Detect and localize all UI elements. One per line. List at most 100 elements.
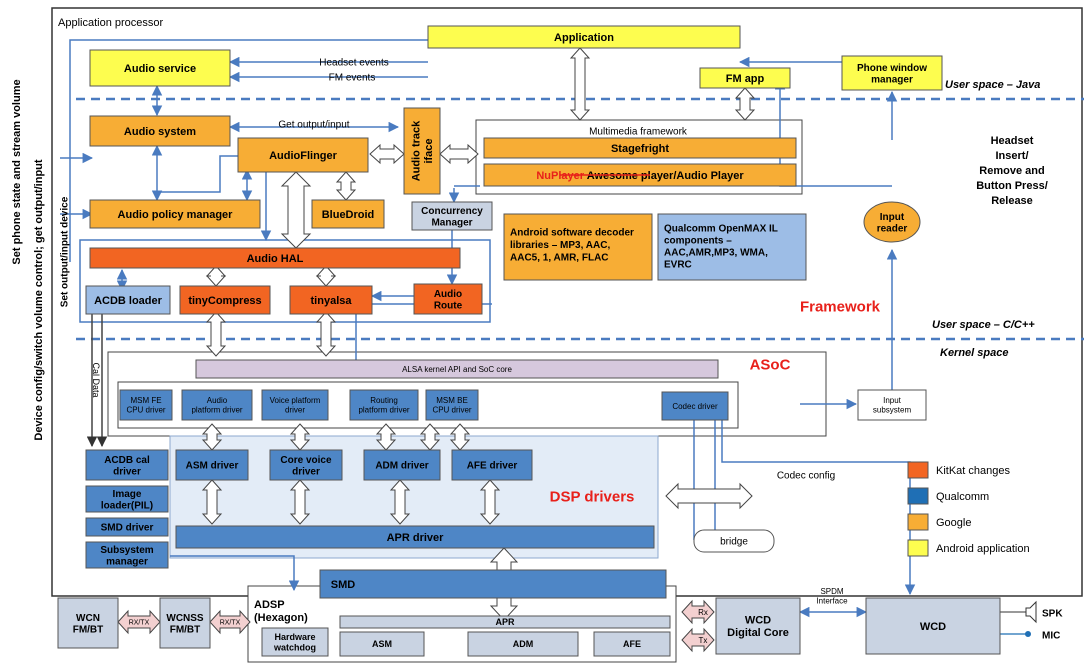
smd-driver-block: SMD driver bbox=[85, 517, 169, 537]
audio-hal-block: Audio HAL bbox=[89, 247, 461, 269]
audio-track-iface-label: Audio trackiface bbox=[411, 120, 436, 181]
legend-item: KitKat changes bbox=[907, 461, 1010, 479]
adm-driver-block: ADM driver bbox=[363, 449, 441, 481]
set-output-input-side-label: Set output/input device bbox=[60, 196, 71, 307]
application-block-label: Application bbox=[554, 32, 614, 44]
afe-block-label: AFE bbox=[623, 639, 641, 649]
legend-swatch bbox=[907, 513, 929, 531]
audioflinger-block-label: AudioFlinger bbox=[269, 150, 338, 162]
codec-driver-block-label: Codec driver bbox=[672, 402, 718, 411]
awesome-player-label: NuPlayer Awesome player/Audio Player bbox=[536, 170, 744, 182]
adm-block: ADM bbox=[467, 631, 579, 657]
legend-label: Android application bbox=[936, 543, 1030, 555]
kernel-space-label: Kernel space bbox=[940, 347, 1008, 359]
audioflinger-block: AudioFlinger bbox=[237, 137, 369, 173]
tinycompress-block: tinyCompress bbox=[179, 285, 271, 315]
subsystem-to-adsp-arrow bbox=[170, 555, 300, 592]
apr-block-label: APR bbox=[495, 617, 515, 627]
core-apr-double-arrow bbox=[289, 479, 311, 525]
codec-driver-block: Codec driver bbox=[661, 391, 729, 421]
audio-service-block-label: Audio service bbox=[124, 63, 196, 75]
audio-service-block: Audio service bbox=[89, 49, 231, 87]
bridge-block-label: bridge bbox=[720, 537, 748, 548]
application-mm-double-arrow bbox=[569, 47, 591, 121]
adm-apr-double-arrow bbox=[389, 479, 411, 525]
fm-app-block-label: FM app bbox=[726, 73, 765, 85]
tx-label: Tx bbox=[699, 636, 708, 645]
input-reader-block bbox=[863, 201, 921, 243]
rx-label: Rx bbox=[698, 608, 708, 617]
apr-driver-block-label: APR driver bbox=[387, 532, 445, 544]
flinger-policy-link bbox=[157, 155, 238, 193]
audio-system-block-label: Audio system bbox=[124, 126, 196, 138]
afe-apr-double-arrow bbox=[479, 479, 501, 525]
apr-driver-block: APR driver bbox=[175, 525, 655, 549]
fmapp-mm-double-arrow bbox=[734, 87, 756, 121]
android-decoder-block bbox=[503, 213, 653, 281]
track-mm-double-arrow bbox=[439, 143, 479, 165]
set-phone-state-side-label: Set phone state and stream volume bbox=[11, 79, 23, 264]
bluedroid-block: BlueDroid bbox=[311, 199, 385, 229]
alsa-core-block-label: ALSA kernel API and SoC core bbox=[402, 365, 512, 374]
audio-policy-manager-block-label: Audio policy manager bbox=[118, 209, 234, 221]
smd-block: SMD bbox=[319, 569, 667, 599]
nuplayer-label: NuPlayer bbox=[536, 170, 584, 182]
tinycompress-asoc-double-arrow bbox=[205, 311, 227, 357]
legend-label: Qualcomm bbox=[936, 491, 989, 503]
asm-apr-double-arrow bbox=[201, 479, 223, 525]
tinyalsa-block: tinyalsa bbox=[289, 285, 373, 315]
user-space-c-label: User space – C/C++ bbox=[932, 319, 1035, 331]
legend-label: KitKat changes bbox=[936, 465, 1010, 477]
bridge-block: bridge bbox=[693, 529, 775, 553]
asm-driver-block-label: ASM driver bbox=[186, 461, 239, 472]
application-processor-label: Application processor bbox=[58, 17, 164, 29]
asoc-label: ASoC bbox=[750, 356, 791, 373]
mic-label: MIC bbox=[1042, 631, 1060, 642]
legend-label: Google bbox=[936, 517, 971, 529]
legend-item: Google bbox=[907, 513, 971, 531]
ahbe-double-arrow bbox=[665, 482, 753, 510]
legend-swatch bbox=[907, 539, 929, 557]
acdb-loader-block-label: ACDB loader bbox=[94, 295, 163, 307]
smd-block-label: SMD bbox=[331, 579, 356, 591]
speaker-icon bbox=[1025, 600, 1037, 624]
application-block: Application bbox=[427, 25, 741, 49]
wcd-block: WCD bbox=[865, 597, 1001, 655]
afe-driver-block: AFE driver bbox=[451, 449, 533, 481]
audio-policy-manager-block: Audio policy manager bbox=[89, 199, 261, 229]
adm-block-label: ADM bbox=[513, 639, 534, 649]
device-config-side-label: Device config/switch volume control; get… bbox=[33, 159, 45, 440]
fm-app-block: FM app bbox=[699, 67, 791, 89]
acdb-loader-block: ACDB loader bbox=[85, 285, 171, 315]
spk-label: SPK bbox=[1042, 609, 1063, 620]
asm-block: ASM bbox=[339, 631, 425, 657]
get-output-input-label: Get output/input bbox=[278, 120, 349, 131]
stagefright-block-label: Stagefright bbox=[611, 143, 669, 155]
alsa-core-block: ALSA kernel API and SoC core bbox=[195, 359, 719, 379]
adsp-wcd-tx-arrow bbox=[681, 627, 715, 653]
